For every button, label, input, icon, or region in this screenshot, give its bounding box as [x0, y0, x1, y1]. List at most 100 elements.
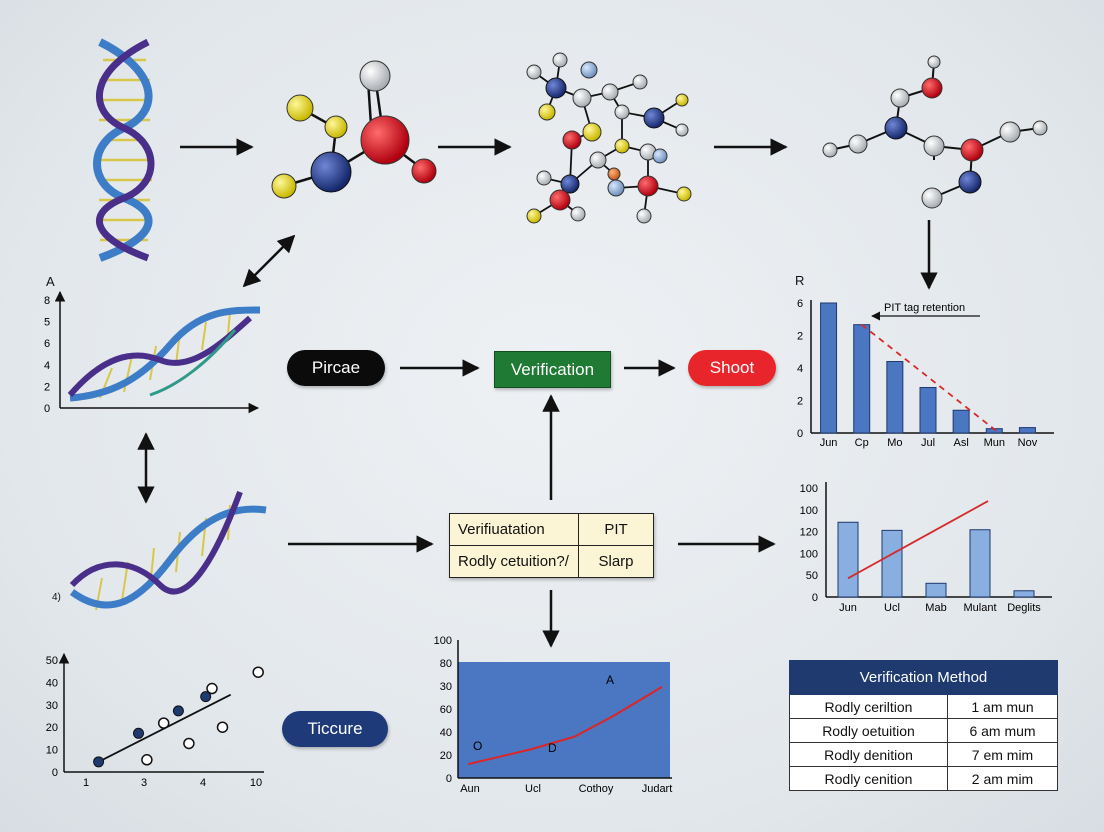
pit-retention-chart: Jun Cp Mo Jul Asl Mun Nov 0 2 4 2 6 PIT tag retent… [797, 298, 1054, 449]
tick-label: 50 [806, 570, 818, 582]
chart-annotation: PIT tag retention [884, 302, 965, 314]
table-row: Rodly oetuition 6 am mum [789, 718, 1058, 743]
bar [886, 361, 904, 434]
tick-label: 2 [797, 396, 803, 408]
data-point [200, 691, 212, 703]
tick-label: Cothoy [579, 783, 614, 795]
table-row: Rodly cetuition?/ Slarp [449, 545, 654, 578]
tick-label: 120 [800, 527, 818, 539]
tick-label: Nov [1018, 437, 1038, 449]
tick-label: 5 [44, 317, 50, 329]
tick-label: Judart [642, 783, 673, 795]
tick-label: 100 [800, 505, 818, 517]
tick-label: 100 [800, 483, 818, 495]
table-header: Verification Method [789, 660, 1058, 695]
tick-label: Asl [954, 437, 969, 449]
tick-label: 8 [44, 295, 50, 307]
tick-label: Cp [855, 437, 869, 449]
molecule-cluster-icon [526, 52, 692, 224]
tick-label: Jun [820, 437, 838, 449]
data-point [183, 737, 195, 750]
verification-node: Verification [494, 351, 611, 388]
data-point [172, 705, 184, 717]
table-cell: Rodly denition [789, 742, 948, 767]
molecule-icon [822, 55, 1048, 209]
chart-annotation: A [606, 673, 614, 687]
tick-label: 40 [46, 677, 58, 689]
table-row: Rodly denition 7 em mim [789, 742, 1058, 767]
tick-label: 50 [46, 655, 58, 667]
dna-helix-icon [67, 306, 261, 402]
data-point [157, 717, 170, 729]
data-point [93, 756, 105, 768]
tick-label: 0 [446, 773, 452, 785]
data-point [133, 727, 144, 739]
tick-label: Ucl [525, 783, 541, 795]
tick-label: Jul [921, 437, 935, 449]
bar [952, 409, 970, 434]
tick-label: 4 [797, 363, 803, 375]
tick-label: 2 [797, 331, 803, 343]
table-cell: Rodly cenition [789, 766, 948, 791]
table-cell: 2 am mim [947, 766, 1058, 791]
table-cell: Verifiuatation [449, 513, 579, 546]
table-row: Rodly cenition 2 am mim [789, 766, 1058, 791]
table-cell: Rodly ceriltion [789, 694, 948, 719]
tick-label: Mab [925, 602, 946, 614]
panel-label-a: A [46, 274, 55, 289]
panel-label-r: R [795, 273, 805, 288]
tick-label: Ucl [884, 602, 900, 614]
bar [1018, 427, 1036, 434]
bar [925, 582, 947, 598]
series-line [467, 686, 663, 766]
data-point [216, 721, 229, 733]
tick-label: Mo [887, 437, 902, 449]
dna-helix-icon [69, 490, 267, 611]
chart-annotation: D [548, 741, 557, 755]
tick-label: 0 [812, 592, 818, 604]
bar [820, 302, 838, 434]
tick-label: Mun [984, 437, 1005, 449]
tick-label: 20 [46, 722, 58, 734]
tick-label: 0 [797, 428, 803, 440]
bar [969, 529, 991, 598]
verification-method-table: Verification Method Rodly ceriltion 1 am… [789, 660, 1058, 791]
tick-label: 30 [46, 700, 58, 712]
table-cell: 6 am mum [947, 718, 1058, 743]
tick-label: 6 [797, 298, 803, 310]
trend-line [847, 500, 989, 580]
dna-axis-chart: 0 2 4 6 5 8 [44, 290, 260, 415]
ticcure-node: Ticcure [282, 711, 388, 747]
table-cell: Rodly oetuition [789, 718, 948, 743]
table-cell: Rodly cetuition?/ [449, 545, 579, 578]
tick-label: 0 [52, 767, 58, 779]
bar [919, 387, 937, 434]
table-row: Rodly ceriltion 1 am mun [789, 694, 1058, 719]
tick-label: 6 [44, 338, 50, 350]
tick-label: 60 [440, 704, 452, 716]
tick-label: Jun [839, 602, 857, 614]
table-cell: 1 am mun [947, 694, 1058, 719]
dna-helix-icon [93, 38, 155, 262]
tick-label: 4 [44, 360, 50, 372]
tick-label: 0 [44, 403, 50, 415]
tick-label: 2 [44, 381, 50, 393]
bar [837, 521, 859, 598]
tick-label: Aun [460, 783, 480, 795]
arrow-bidirectional-dna [242, 234, 296, 288]
data-point [252, 666, 264, 678]
tick-label: 4 [200, 777, 206, 789]
tick-label: 80 [440, 658, 452, 670]
data-point [141, 754, 153, 766]
tick-label: 30 [440, 681, 452, 693]
tick-label: 40 [440, 727, 452, 739]
panel-label-d: 4) [52, 592, 61, 603]
pircae-node: Pircae [287, 350, 385, 386]
shoot-node: Shoot [688, 350, 776, 386]
tick-label: 20 [440, 750, 452, 762]
